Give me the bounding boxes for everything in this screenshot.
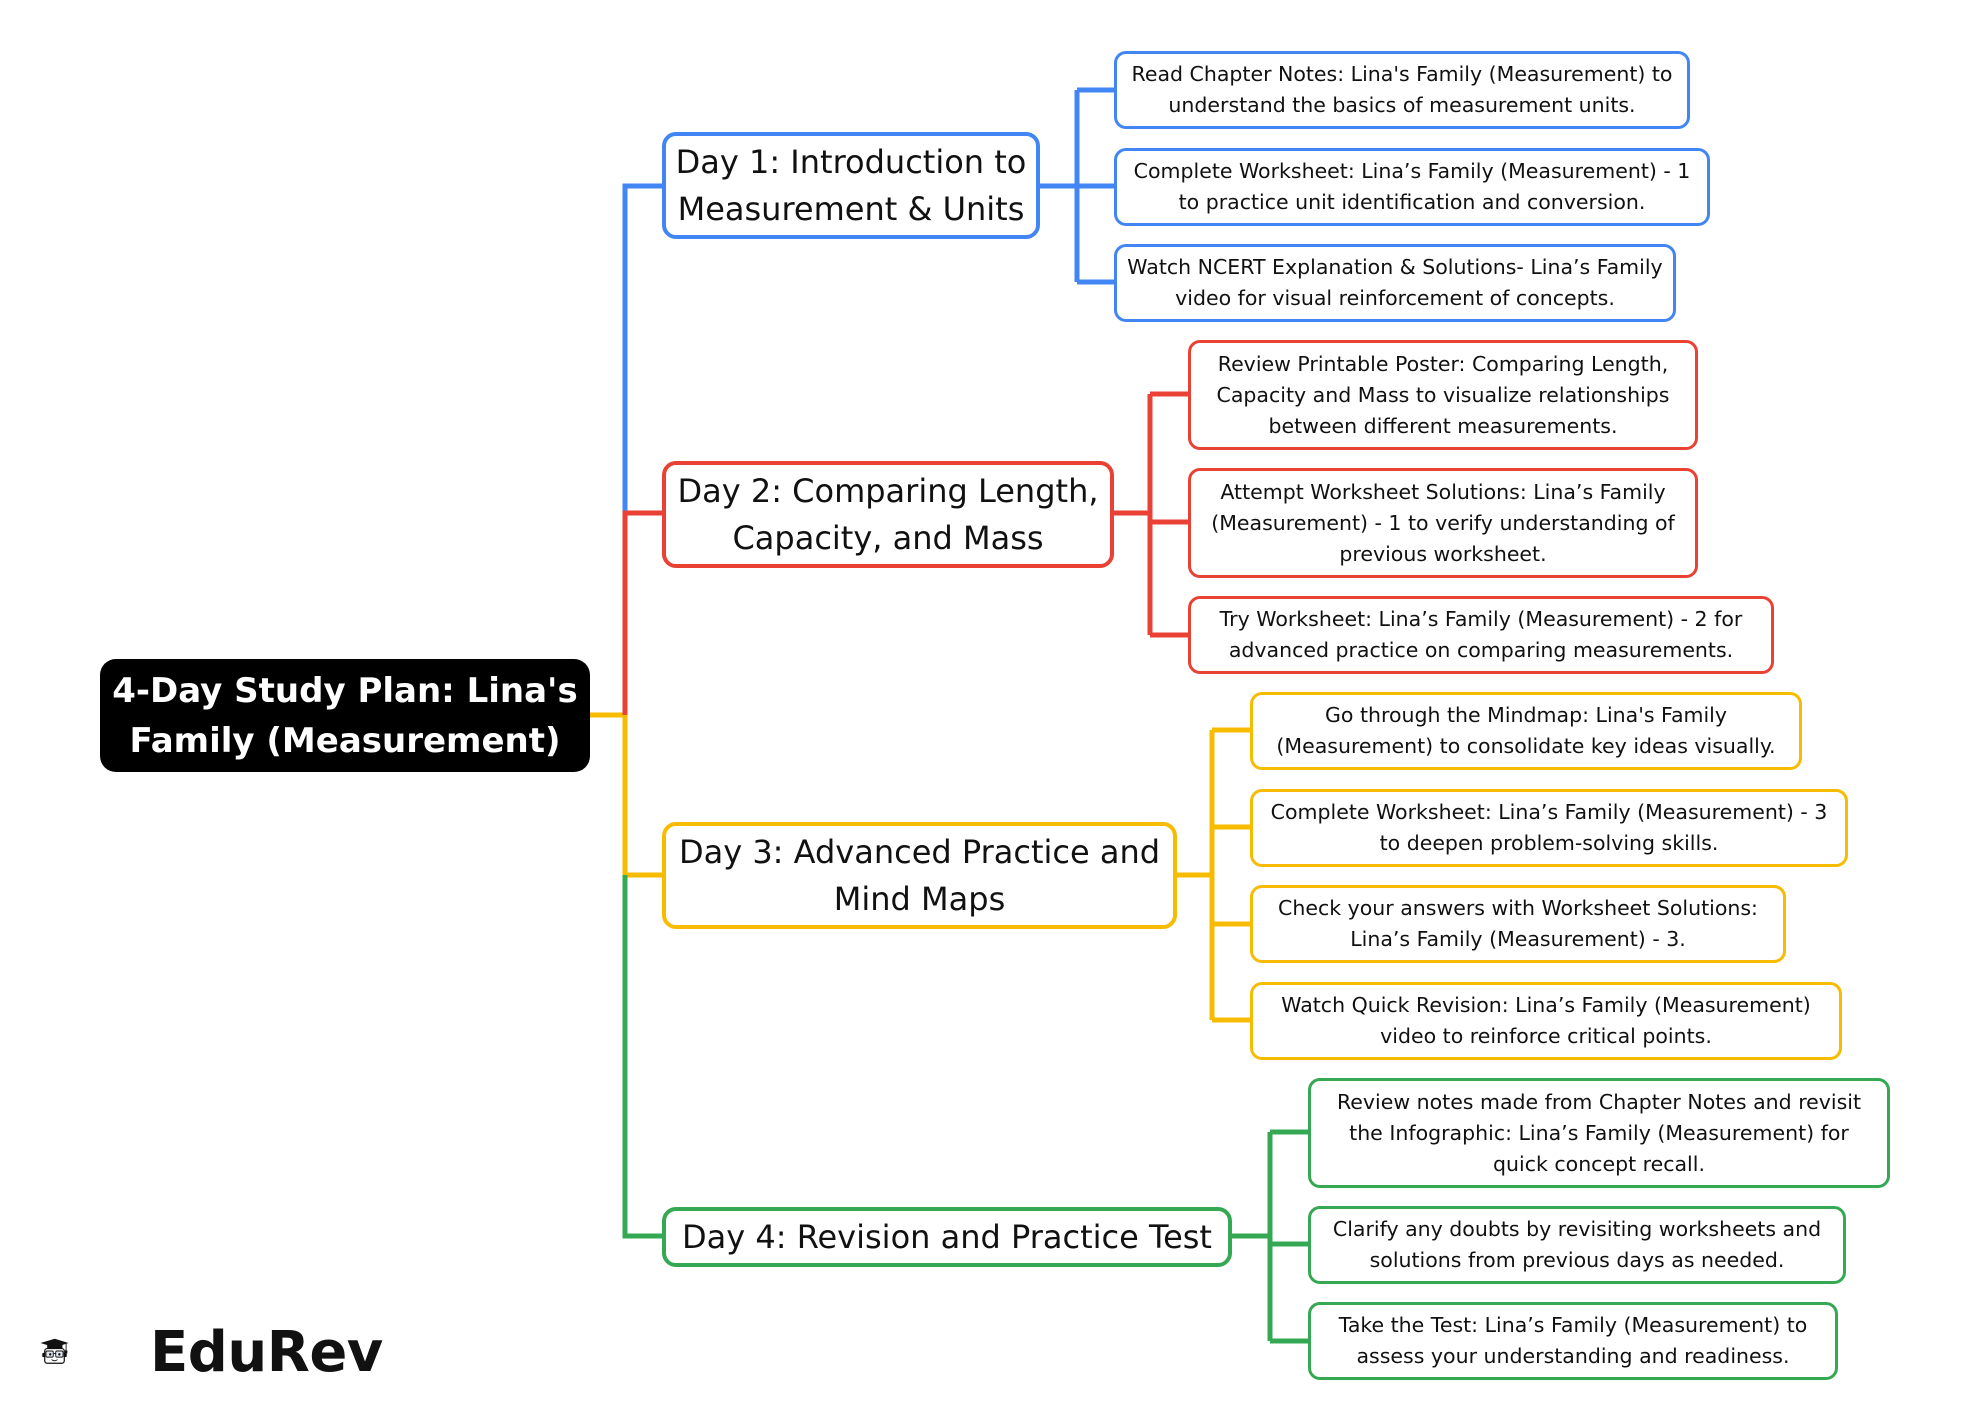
day-2-task-2: Attempt Worksheet Solutions: Lina’s Fami…: [1188, 468, 1698, 578]
root-title: 4-Day Study Plan: Lina's Family (Measure…: [100, 659, 590, 772]
day-1-title: Day 1: Introduction to Measurement & Uni…: [662, 132, 1040, 239]
day-3-task-1: Go through the Mindmap: Lina's Family (M…: [1250, 692, 1802, 770]
day-2-task-3: Try Worksheet: Lina’s Family (Measuremen…: [1188, 596, 1774, 674]
connector-spine-day3: [622, 715, 662, 878]
day-3-task-2: Complete Worksheet: Lina’s Family (Measu…: [1250, 789, 1848, 867]
graduation-cap-mascot-icon: [40, 1338, 69, 1364]
day-4-task-2: Clarify any doubts by revisiting workshe…: [1308, 1206, 1846, 1284]
day-3-task-3: Check your answers with Worksheet Soluti…: [1250, 885, 1786, 963]
day-2-task-1: Review Printable Poster: Comparing Lengt…: [1188, 340, 1698, 450]
day-1-task-2: Complete Worksheet: Lina’s Family (Measu…: [1114, 148, 1710, 226]
connector-day1-tasks: [1040, 87, 1114, 285]
day-1-task-3: Watch NCERT Explanation & Solutions- Lin…: [1114, 244, 1676, 322]
connector-day4-tasks: [1232, 1129, 1308, 1344]
day-4-title: Day 4: Revision and Practice Test: [662, 1207, 1232, 1267]
connector-spine-day1: [622, 183, 662, 513]
connector-spine-day4: [622, 875, 662, 1239]
day-3-task-4: Watch Quick Revision: Lina’s Family (Mea…: [1250, 982, 1842, 1060]
connector-day3-tasks: [1177, 727, 1250, 1023]
day-2-title: Day 2: Comparing Length, Capacity, and M…: [662, 461, 1114, 568]
day-3-title: Day 3: Advanced Practice and Mind Maps: [662, 822, 1177, 929]
connector-day2-tasks: [1114, 391, 1188, 638]
day-1-task-1: Read Chapter Notes: Lina's Family (Measu…: [1114, 51, 1690, 129]
day-4-task-3: Take the Test: Lina’s Family (Measuremen…: [1308, 1302, 1838, 1380]
day-4-task-1: Review notes made from Chapter Notes and…: [1308, 1078, 1890, 1188]
brand-name: EduRev: [150, 1320, 383, 1385]
connector-spine-day2: [622, 510, 662, 715]
